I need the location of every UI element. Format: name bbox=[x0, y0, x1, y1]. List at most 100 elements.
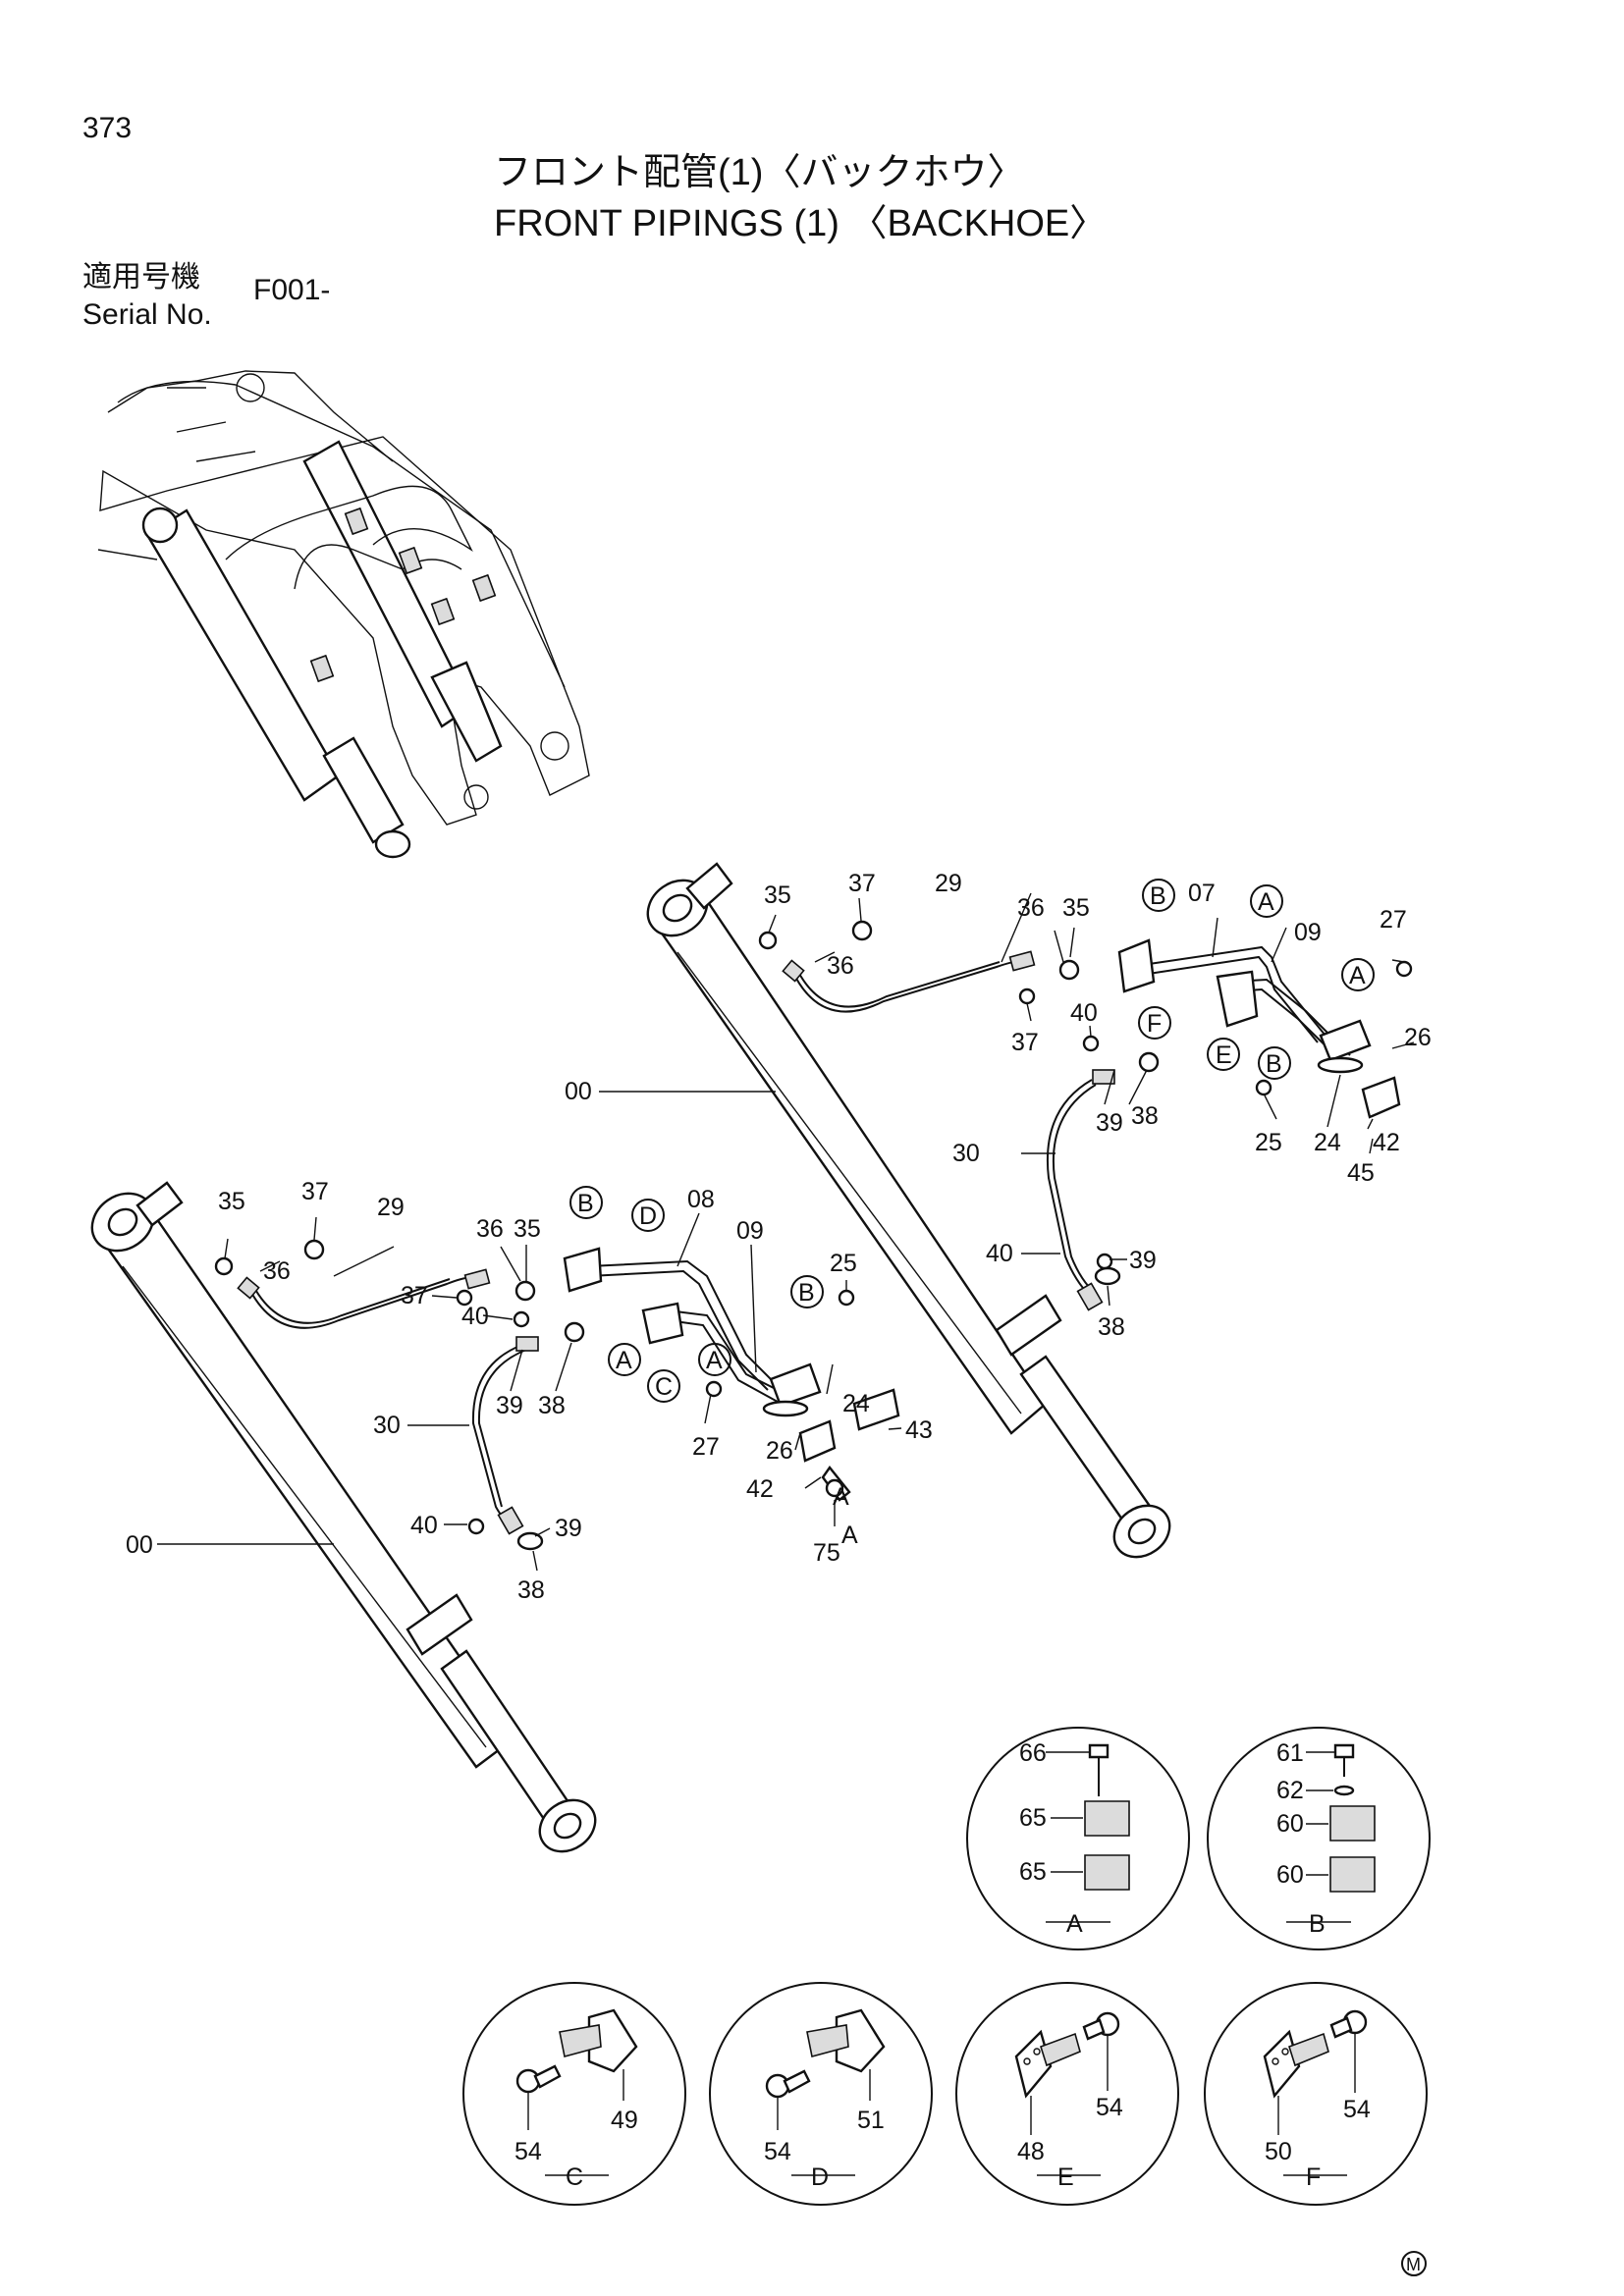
callout-75: 75 bbox=[813, 1539, 840, 1567]
circle-letter-b: B bbox=[1150, 882, 1166, 910]
circle-letter-a: A bbox=[1258, 888, 1274, 916]
callout-09: 09 bbox=[736, 1217, 764, 1245]
callout-24: 24 bbox=[842, 1390, 870, 1417]
left-cylinder-assembly bbox=[90, 1181, 900, 1853]
callout-07: 07 bbox=[1188, 880, 1216, 907]
callout-37: 37 bbox=[301, 1178, 329, 1205]
callout-45: 45 bbox=[1347, 1159, 1375, 1187]
detail-a-label: A bbox=[1066, 1910, 1083, 1938]
boom-overview-drawing bbox=[97, 370, 590, 859]
callout-09: 09 bbox=[1294, 919, 1322, 946]
callout-30: 30 bbox=[952, 1140, 980, 1167]
detail-d-label: D bbox=[811, 2163, 829, 2191]
callout-26: 26 bbox=[1404, 1024, 1432, 1051]
callout-35: 35 bbox=[218, 1188, 245, 1215]
right-cylinder-assembly bbox=[646, 862, 1413, 1559]
callout-42: 42 bbox=[1373, 1129, 1400, 1156]
circle-letter-d: D bbox=[639, 1202, 657, 1230]
callout-35: 35 bbox=[514, 1215, 541, 1243]
callout-40: 40 bbox=[1070, 999, 1098, 1027]
circle-letter-f: F bbox=[1147, 1010, 1162, 1038]
circle-letter-e: E bbox=[1216, 1041, 1232, 1069]
callout-39: 39 bbox=[1129, 1247, 1157, 1274]
callout-00: 00 bbox=[565, 1078, 592, 1105]
detail-e-part-48: 48 bbox=[1017, 2138, 1045, 2165]
callout-35: 35 bbox=[1062, 894, 1090, 922]
callout-30: 30 bbox=[373, 1412, 401, 1439]
callout-27: 27 bbox=[692, 1433, 720, 1461]
callout-labels: 35 37 29 36 35 36 37 40 39 38 30 00 39 4… bbox=[126, 870, 1432, 1604]
detail-e-part-54: 54 bbox=[1096, 2094, 1123, 2121]
detail-c-part-49: 49 bbox=[611, 2107, 638, 2134]
page-number: 373 bbox=[82, 112, 132, 144]
callout-37: 37 bbox=[848, 870, 876, 897]
circle-letter-a: A bbox=[1349, 962, 1366, 989]
manufacturer-mark: M bbox=[1401, 2251, 1427, 2276]
detail-d-part-54: 54 bbox=[764, 2138, 791, 2165]
circle-letter-b: B bbox=[798, 1279, 815, 1307]
callout-38: 38 bbox=[1131, 1102, 1159, 1130]
callout-36: 36 bbox=[1017, 894, 1045, 922]
callout-25: 25 bbox=[1255, 1129, 1282, 1156]
detail-f-part-50: 50 bbox=[1265, 2138, 1292, 2165]
circle-letter-a: A bbox=[616, 1347, 632, 1374]
callout-37: 37 bbox=[401, 1282, 428, 1309]
serial-label-japanese: 適用号機 bbox=[82, 261, 200, 294]
detail-b-part-60: 60 bbox=[1276, 1810, 1304, 1838]
circle-letter-b: B bbox=[577, 1190, 594, 1217]
detail-a-part-66: 66 bbox=[1019, 1739, 1047, 1767]
callout-29: 29 bbox=[377, 1194, 405, 1221]
detail-view-a: 66 65 65 A bbox=[966, 1727, 1190, 1950]
detail-c-label: C bbox=[566, 2163, 583, 2191]
callout-27: 27 bbox=[1380, 906, 1407, 934]
callout-40: 40 bbox=[461, 1303, 489, 1330]
callout-37: 37 bbox=[1011, 1029, 1039, 1056]
callout-36: 36 bbox=[476, 1215, 504, 1243]
detail-c-part-54: 54 bbox=[514, 2138, 542, 2165]
callout-43: 43 bbox=[905, 1416, 933, 1444]
callout-38: 38 bbox=[517, 1576, 545, 1604]
title-english: FRONT PIPINGS (1) 〈BACKHOE〉 bbox=[494, 203, 1107, 244]
callout-29: 29 bbox=[935, 870, 962, 897]
serial-label-english: Serial No. bbox=[82, 298, 212, 331]
callout-36: 36 bbox=[827, 952, 854, 980]
detail-a-part-65: 65 bbox=[1019, 1858, 1047, 1886]
callout-36: 36 bbox=[263, 1257, 291, 1285]
callout-39: 39 bbox=[1096, 1109, 1123, 1137]
detail-view-e: 54 48 E bbox=[955, 1982, 1179, 2206]
small-letter-a: A bbox=[841, 1522, 858, 1549]
serial-value: F001- bbox=[253, 274, 330, 306]
detail-b-part-62: 62 bbox=[1276, 1777, 1304, 1804]
detail-view-f: 54 50 F bbox=[1204, 1982, 1428, 2206]
callout-42: 42 bbox=[746, 1475, 774, 1503]
detail-f-part-54: 54 bbox=[1343, 2096, 1371, 2123]
circle-letter-b: B bbox=[1266, 1050, 1282, 1078]
detail-b-label: B bbox=[1309, 1910, 1326, 1938]
mark-letter: M bbox=[1406, 2255, 1421, 2274]
callout-25: 25 bbox=[830, 1250, 857, 1277]
callout-24: 24 bbox=[1314, 1129, 1341, 1156]
detail-d-part-51: 51 bbox=[857, 2107, 885, 2134]
circle-letter-c: C bbox=[655, 1373, 673, 1401]
callout-38: 38 bbox=[538, 1392, 566, 1419]
circle-letter-a: A bbox=[706, 1347, 723, 1374]
detail-b-part-60: 60 bbox=[1276, 1861, 1304, 1889]
callout-08: 08 bbox=[687, 1186, 715, 1213]
callout-39: 39 bbox=[555, 1515, 582, 1542]
detail-b-part-61: 61 bbox=[1276, 1739, 1304, 1767]
callout-35: 35 bbox=[764, 881, 791, 909]
title-japanese: フロント配管(1)〈バックホウ〉 bbox=[494, 152, 1024, 193]
callout-40: 40 bbox=[986, 1240, 1013, 1267]
callout-40: 40 bbox=[410, 1512, 438, 1539]
detail-view-d: 54 51 D bbox=[709, 1982, 933, 2206]
detail-e-label: E bbox=[1057, 2163, 1074, 2191]
leader-lines bbox=[157, 892, 1415, 1572]
callout-00: 00 bbox=[126, 1531, 153, 1559]
detail-view-c: 54 49 C bbox=[462, 1982, 686, 2206]
callout-39: 39 bbox=[496, 1392, 523, 1419]
detail-f-label: F bbox=[1306, 2163, 1321, 2191]
detail-a-part-65: 65 bbox=[1019, 1804, 1047, 1832]
callout-26: 26 bbox=[766, 1437, 793, 1465]
callout-38: 38 bbox=[1098, 1313, 1125, 1341]
